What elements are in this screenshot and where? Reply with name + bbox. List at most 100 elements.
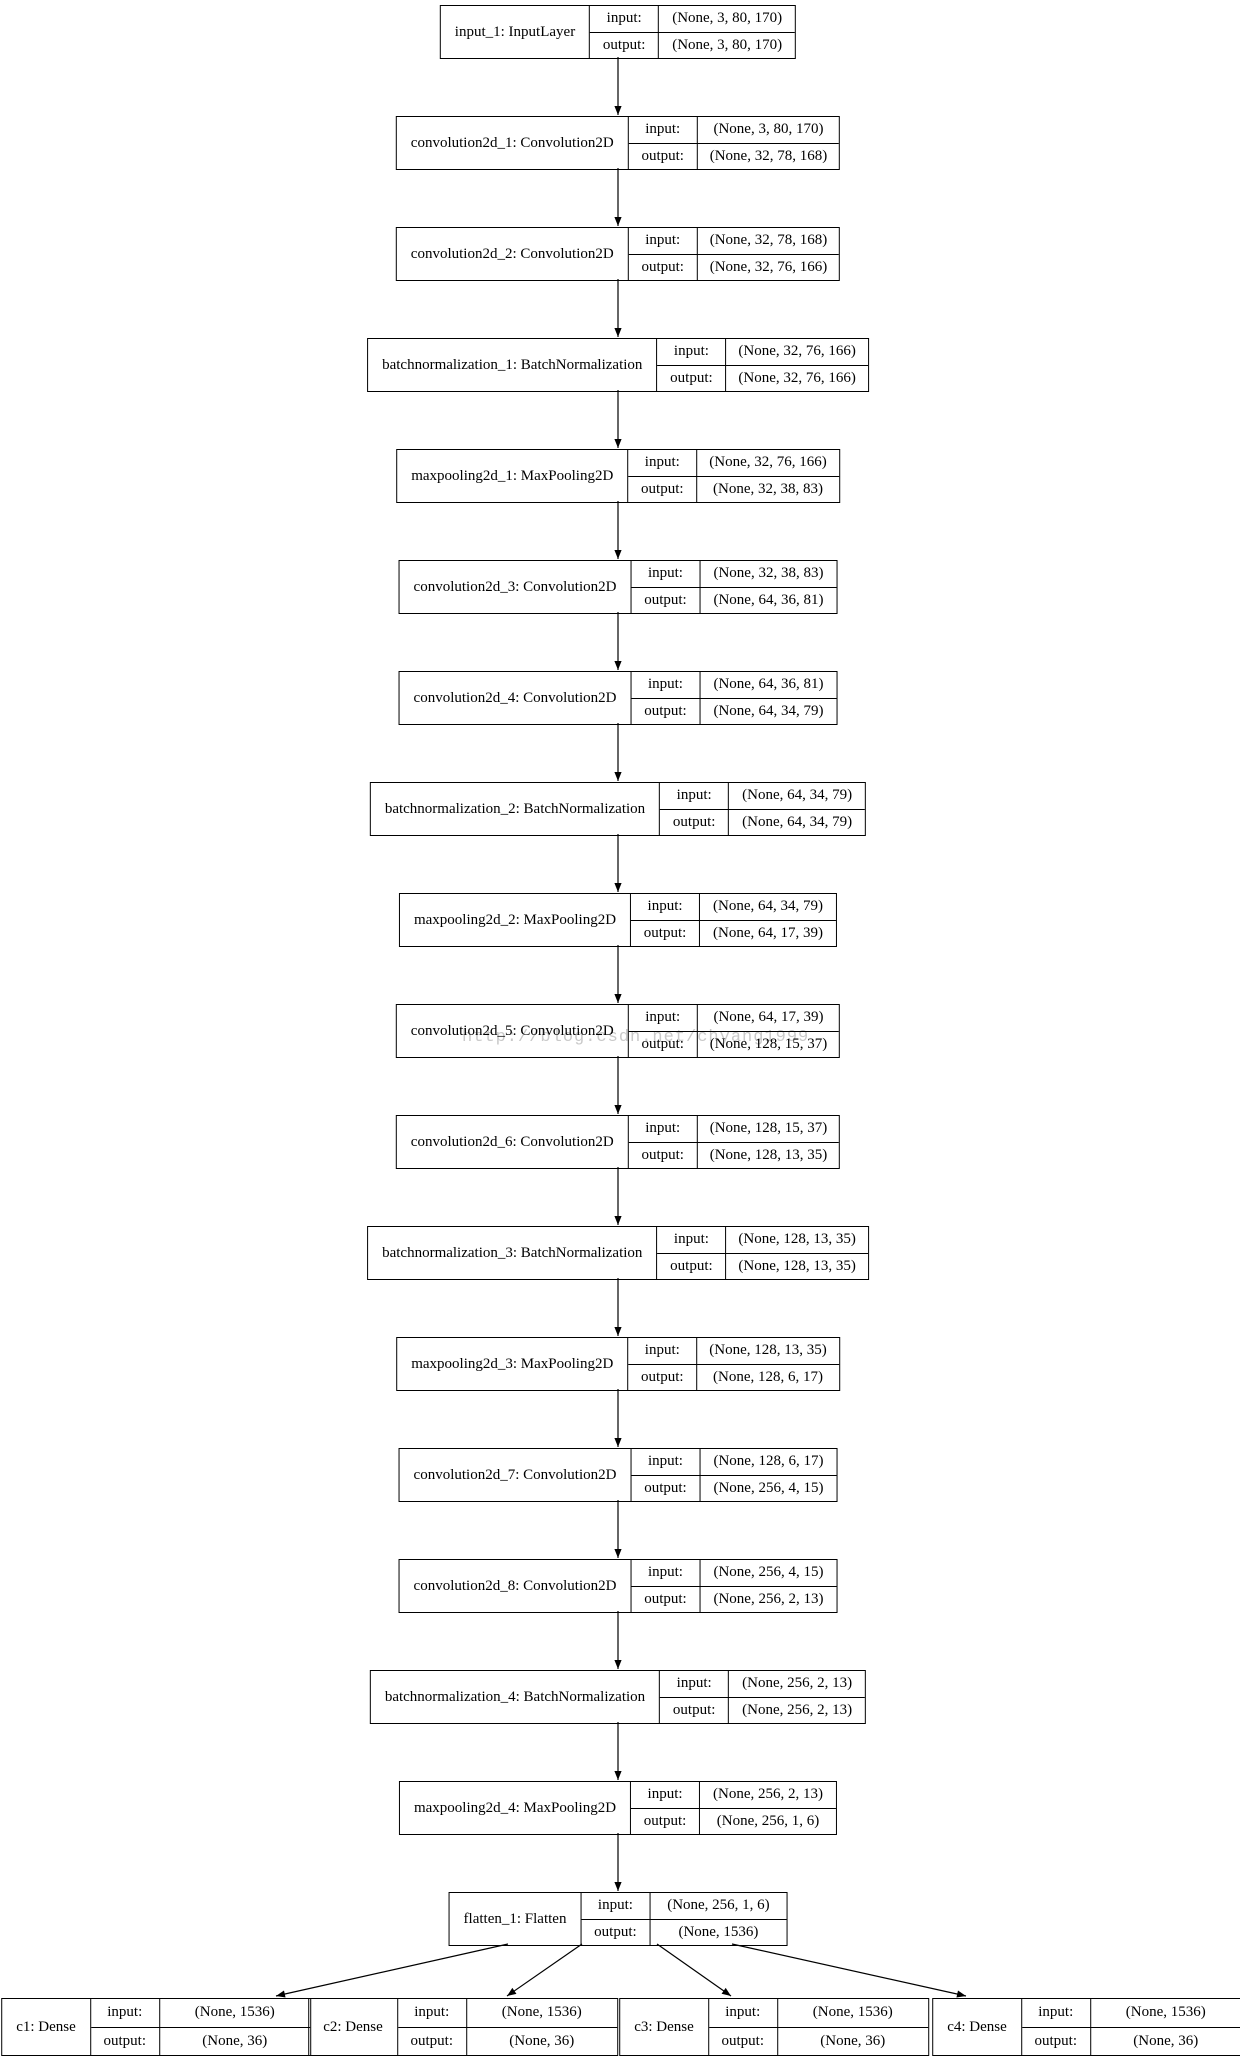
- output-shape: (None, 64, 34, 79): [713, 702, 824, 719]
- input-shape: (None, 32, 78, 168): [709, 232, 828, 249]
- input-shape: (None, 1536): [194, 2004, 275, 2021]
- output-row: output: (None, 128, 13, 35): [657, 1253, 867, 1279]
- input-row: input: (None, 1536): [1021, 1999, 1240, 2028]
- layer-io-table: input: (None, 256, 4, 15) output: (None,…: [631, 1560, 837, 1612]
- layer-node-batchnormalization_3: batchnormalization_3: BatchNormalization…: [367, 1226, 869, 1280]
- layer-name: c4: Dense: [933, 1999, 1022, 2055]
- layer-io-table: input: (None, 3, 80, 170) output: (None,…: [628, 117, 840, 169]
- output-label: output:: [581, 1919, 651, 1945]
- input-label: input:: [631, 1782, 701, 1808]
- output-label: output:: [660, 809, 730, 835]
- layer-node-convolution2d_2: convolution2d_2: Convolution2D input: (N…: [395, 227, 841, 281]
- output-label: output:: [629, 254, 698, 280]
- output-shape: (None, 36): [1133, 2032, 1199, 2049]
- layer-io-table: input: (None, 256, 1, 6) output: (None, …: [581, 1893, 787, 1945]
- input-label: input:: [629, 228, 698, 254]
- layer-io-table: input: (None, 128, 13, 35) output: (None…: [657, 1227, 868, 1279]
- layer-node-c4: c4: Dense input: (None, 1536) output: (N…: [932, 1998, 1240, 2056]
- output-row: output: (None, 256, 2, 13): [631, 1586, 836, 1612]
- output-label: output:: [631, 698, 701, 724]
- input-row: input: (None, 1536): [397, 1999, 617, 2028]
- output-label: output:: [631, 1586, 701, 1612]
- output-shape: (None, 36): [202, 2032, 268, 2049]
- input-shape: (None, 64, 17, 39): [713, 1009, 824, 1026]
- layer-name: input_1: InputLayer: [441, 6, 591, 58]
- layer-node-maxpooling2d_1: maxpooling2d_1: MaxPooling2D input: (Non…: [396, 449, 840, 503]
- output-row: output: (None, 128, 15, 37): [629, 1031, 839, 1057]
- output-label: output:: [628, 1364, 698, 1390]
- input-row: input: (None, 64, 17, 39): [628, 1005, 840, 1032]
- output-row: output: (None, 3, 80, 170): [590, 32, 795, 58]
- output-label: output:: [91, 2027, 160, 2055]
- input-row: input: (None, 3, 80, 170): [628, 117, 840, 144]
- output-shape: (None, 128, 6, 17): [713, 1368, 824, 1385]
- layer-node-maxpooling2d_4: maxpooling2d_4: MaxPooling2D input: (Non…: [398, 1781, 838, 1835]
- output-label: output:: [590, 32, 660, 58]
- input-shape: (None, 3, 80, 170): [713, 121, 824, 138]
- output-row: output: (None, 128, 6, 17): [628, 1364, 838, 1390]
- output-label: output:: [629, 1031, 698, 1057]
- output-row: output: (None, 32, 76, 166): [629, 254, 839, 280]
- input-row: input: (None, 256, 2, 13): [660, 1671, 866, 1698]
- output-row: output: (None, 36): [1022, 2027, 1240, 2055]
- input-shape: (None, 64, 34, 79): [713, 898, 824, 915]
- layer-name: convolution2d_8: Convolution2D: [400, 1560, 632, 1612]
- output-shape: (None, 256, 2, 13): [713, 1590, 824, 1607]
- layer-name: convolution2d_5: Convolution2D: [397, 1005, 629, 1057]
- input-shape: (None, 1536): [501, 2004, 582, 2021]
- output-row: output: (None, 32, 78, 168): [629, 143, 839, 169]
- output-shape: (None, 128, 13, 35): [709, 1146, 828, 1163]
- output-row: output: (None, 64, 36, 81): [631, 587, 836, 613]
- output-row: output: (None, 256, 4, 15): [631, 1475, 836, 1501]
- input-row: input: (None, 256, 2, 13): [631, 1782, 837, 1809]
- output-shape: (None, 36): [820, 2032, 886, 2049]
- layer-node-batchnormalization_1: batchnormalization_1: BatchNormalization…: [367, 338, 869, 392]
- layer-io-table: input: (None, 3, 80, 170) output: (None,…: [590, 6, 796, 58]
- layer-node-input_1: input_1: InputLayer input: (None, 3, 80,…: [439, 5, 797, 59]
- input-row: input: (None, 1536): [708, 1999, 928, 2028]
- layer-io-table: input: (None, 32, 76, 166) output: (None…: [657, 339, 868, 391]
- input-shape: (None, 256, 2, 13): [742, 1675, 853, 1692]
- input-shape: (None, 256, 2, 13): [713, 1786, 824, 1803]
- input-label: input:: [398, 1999, 467, 2027]
- output-shape: (None, 64, 17, 39): [713, 924, 824, 941]
- output-shape: (None, 256, 1, 6): [716, 1812, 820, 1829]
- layer-io-table: input: (None, 64, 34, 79) output: (None,…: [631, 894, 837, 946]
- layer-name: batchnormalization_3: BatchNormalization: [368, 1227, 658, 1279]
- layer-name: convolution2d_3: Convolution2D: [400, 561, 632, 613]
- input-shape: (None, 128, 6, 17): [713, 1453, 824, 1470]
- input-shape: (None, 32, 38, 83): [713, 565, 824, 582]
- output-label: output:: [631, 1475, 701, 1501]
- input-row: input: (None, 128, 13, 35): [657, 1227, 868, 1254]
- output-label: output:: [631, 587, 701, 613]
- input-label: input:: [631, 672, 701, 698]
- edge-line: [275, 1943, 509, 1998]
- output-row: output: (None, 256, 1, 6): [631, 1808, 836, 1834]
- output-label: output:: [631, 920, 701, 946]
- input-row: input: (None, 32, 76, 166): [657, 339, 868, 366]
- layer-name: maxpooling2d_4: MaxPooling2D: [400, 1782, 632, 1834]
- layer-node-c3: c3: Dense input: (None, 1536) output: (N…: [619, 1998, 929, 2056]
- output-shape: (None, 64, 34, 79): [742, 813, 853, 830]
- layer-node-batchnormalization_4: batchnormalization_4: BatchNormalization…: [369, 1670, 867, 1724]
- layer-name: c3: Dense: [620, 1999, 709, 2055]
- output-label: output:: [398, 2027, 467, 2055]
- output-row: output: (None, 64, 34, 79): [631, 698, 836, 724]
- input-row: input: (None, 3, 80, 170): [590, 6, 796, 33]
- layer-name: c2: Dense: [309, 1999, 398, 2055]
- output-shape: (None, 256, 4, 15): [713, 1479, 824, 1496]
- layer-name: flatten_1: Flatten: [450, 1893, 582, 1945]
- output-label: output:: [628, 476, 698, 502]
- input-label: input:: [91, 1999, 160, 2027]
- layer-name: maxpooling2d_1: MaxPooling2D: [397, 450, 629, 502]
- output-shape: (None, 128, 13, 35): [738, 1257, 856, 1274]
- output-label: output:: [1022, 2027, 1091, 2055]
- input-row: input: (None, 256, 1, 6): [581, 1893, 787, 1920]
- output-row: output: (None, 1536): [581, 1919, 786, 1945]
- input-label: input:: [657, 1227, 727, 1253]
- output-shape: (None, 32, 76, 166): [738, 369, 856, 386]
- layer-io-table: input: (None, 32, 78, 168) output: (None…: [628, 228, 840, 280]
- layer-io-table: input: (None, 64, 36, 81) output: (None,…: [631, 672, 837, 724]
- layer-io-table: input: (None, 256, 2, 13) output: (None,…: [660, 1671, 866, 1723]
- input-shape: (None, 32, 76, 166): [738, 343, 856, 360]
